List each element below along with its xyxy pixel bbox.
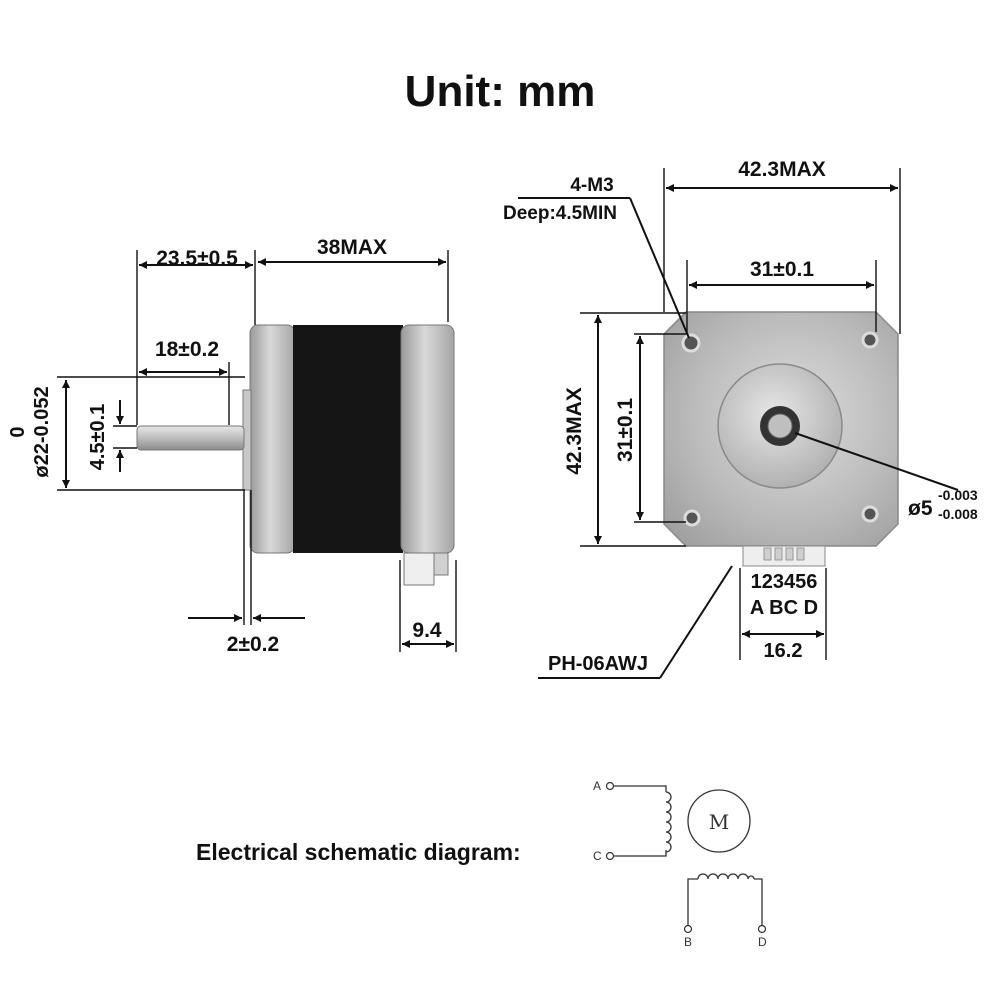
side-connector xyxy=(403,552,435,586)
pin-letters: A BC D xyxy=(750,597,818,619)
dim-body-length: 38MAX xyxy=(317,236,387,259)
terminal-a-label: A xyxy=(593,779,601,793)
page-title: Unit: mm xyxy=(405,67,596,116)
front-connector xyxy=(742,545,826,567)
side-view: 23.5±0.5 38MAX 18±0.2 0 ø22-0.052 4.5±0.… xyxy=(7,236,457,656)
motor-stator xyxy=(293,325,403,553)
thread-spec-label: 4-M3 xyxy=(570,175,613,196)
dim-flat-depth: 4.5±0.1 xyxy=(87,404,109,471)
dim-boss-upper: 0 xyxy=(7,426,29,437)
schematic-label: Electrical schematic diagram: xyxy=(196,839,521,865)
dim-face-height: 42.3MAX xyxy=(563,387,586,475)
dim-boss-height: 2±0.2 xyxy=(227,633,279,656)
front-view: 4-M3 Deep:4.5MIN 42.3MAX 31±0.1 42.3MAX … xyxy=(503,158,978,679)
coil-bd xyxy=(687,873,763,925)
dim-shaft-diameter: ø5 xyxy=(908,497,933,520)
dim-shaft-flat: 18±0.2 xyxy=(155,338,219,361)
motor-rear-cap xyxy=(249,324,296,554)
dim-face-width: 42.3MAX xyxy=(738,158,826,181)
dim-boss-diameter: ø22-0.052 xyxy=(31,386,53,477)
electrical-schematic: Electrical schematic diagram: A C M B D xyxy=(196,779,767,949)
motor-shaft xyxy=(136,425,245,451)
dim-connector-depth: 9.4 xyxy=(412,619,442,642)
pin-numbers: 123456 xyxy=(751,571,818,593)
dim-connector-width: 16.2 xyxy=(764,640,803,662)
terminal-b-label: B xyxy=(684,935,692,949)
connector-model-label: PH-06AWJ xyxy=(548,653,648,675)
motor-symbol xyxy=(687,789,751,853)
terminal-c-label: C xyxy=(593,849,602,863)
thread-depth-label: Deep:4.5MIN xyxy=(503,203,617,224)
dim-shaft-tol-upper: -0.003 xyxy=(938,487,978,503)
motor-symbol-label: M xyxy=(709,810,729,834)
coil-ac xyxy=(614,785,672,857)
dim-hole-spacing-x: 31±0.1 xyxy=(750,258,814,281)
dim-shaft-length: 23.5±0.5 xyxy=(156,247,238,270)
motor-front-cap xyxy=(400,324,455,554)
mounting-holes xyxy=(681,331,879,527)
front-shaft xyxy=(767,413,793,439)
dim-hole-spacing-y: 31±0.1 xyxy=(614,398,637,462)
dim-shaft-tol-lower: -0.008 xyxy=(938,506,978,522)
terminal-d-label: D xyxy=(758,935,767,949)
